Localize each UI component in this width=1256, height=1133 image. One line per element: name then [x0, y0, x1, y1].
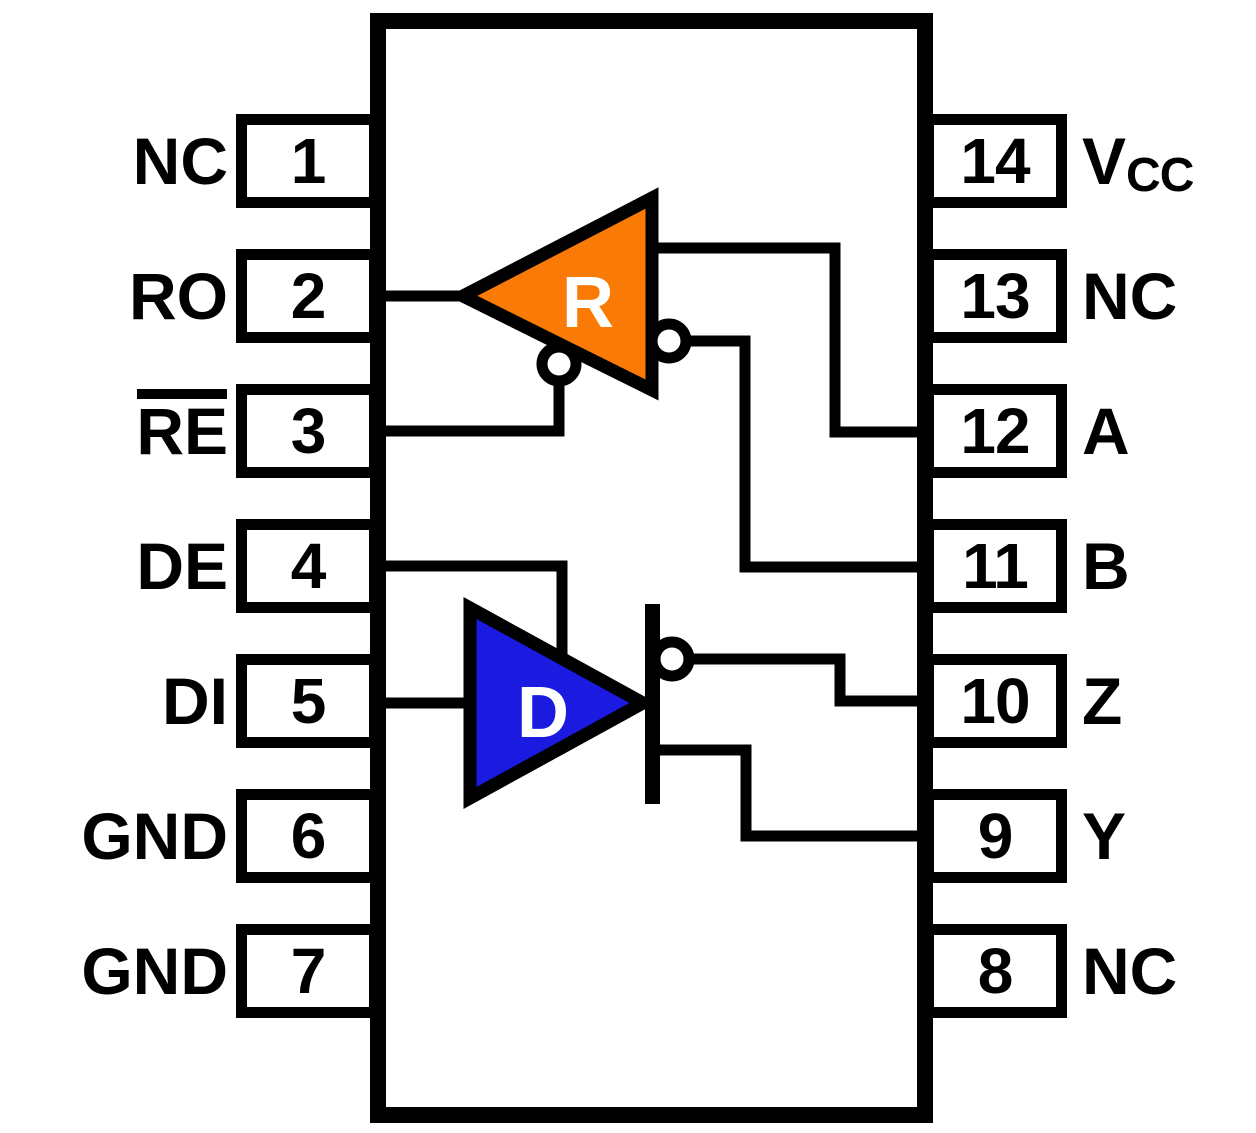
wire-b-pin11 [669, 335, 925, 573]
vcc-subscript: CC [1126, 148, 1194, 202]
pin-label-di: DI [162, 664, 228, 738]
pin-box-7: 7 [236, 924, 380, 1018]
pin-label-de: DE [136, 529, 228, 603]
wire-de-pin4 [380, 560, 568, 660]
pin-number-10: 10 [960, 665, 1030, 737]
pin-label-y: Y [1082, 799, 1127, 873]
pin-label-nc-1: NC [132, 124, 228, 198]
pin-number-5: 5 [290, 665, 327, 737]
pin-label-nc-8: NC [1082, 934, 1178, 1008]
pin-number-8: 8 [977, 935, 1014, 1007]
pin-label-re-active-low: RE [136, 384, 228, 478]
pin-number-4: 4 [290, 530, 327, 602]
pin-number-6: 6 [290, 800, 327, 872]
pin-label-a: A [1082, 394, 1130, 468]
pin-number-12: 12 [960, 395, 1030, 467]
pin-label-b: B [1082, 529, 1130, 603]
pin-label-gnd-6: GND [81, 799, 228, 873]
receiver-letter: R [562, 263, 614, 343]
pin-box-13: 13 [923, 249, 1067, 343]
pin-number-1: 1 [290, 125, 327, 197]
pin-label-ro: RO [129, 259, 228, 333]
driver-output-bar [645, 604, 660, 804]
wire-re-pin3 [380, 372, 565, 437]
wire-y-pin9 [654, 744, 925, 842]
pin-box-1: 1 [236, 114, 380, 208]
pin-number-9: 9 [977, 800, 1014, 872]
pin-box-9: 9 [923, 789, 1067, 883]
driver-inverting-output-bubble [649, 636, 695, 682]
pin-box-3: 3 [236, 384, 380, 478]
pin-box-2: 2 [236, 249, 380, 343]
pin-box-12: 12 [923, 384, 1067, 478]
wire-z-pin10 [672, 653, 925, 707]
pin-number-3: 3 [290, 395, 327, 467]
pin-box-11: 11 [923, 519, 1067, 613]
pin-number-13: 13 [960, 260, 1030, 332]
pin-box-10: 10 [923, 654, 1067, 748]
pin-label-z: Z [1082, 664, 1123, 738]
pin-number-14: 14 [960, 125, 1030, 197]
pin-label-nc-13: NC [1082, 259, 1178, 333]
driver-letter: D [517, 673, 569, 753]
pin-box-14: 14 [923, 114, 1067, 208]
receiver-inverting-input-bubble [646, 318, 692, 364]
driver-triangle [463, 597, 657, 809]
pin-number-11: 11 [962, 530, 1029, 602]
receiver-enable-bubble [536, 341, 582, 387]
pin-box-4: 4 [236, 519, 380, 613]
pin-box-6: 6 [236, 789, 380, 883]
overline-text: RE [136, 389, 228, 468]
pin-label-gnd-7: GND [81, 934, 228, 1008]
pin-number-2: 2 [290, 260, 327, 332]
pin-box-5: 5 [236, 654, 380, 748]
wire-a-pin12 [650, 242, 925, 438]
pin-box-8: 8 [923, 924, 1067, 1018]
pin-number-7: 7 [290, 935, 327, 1007]
